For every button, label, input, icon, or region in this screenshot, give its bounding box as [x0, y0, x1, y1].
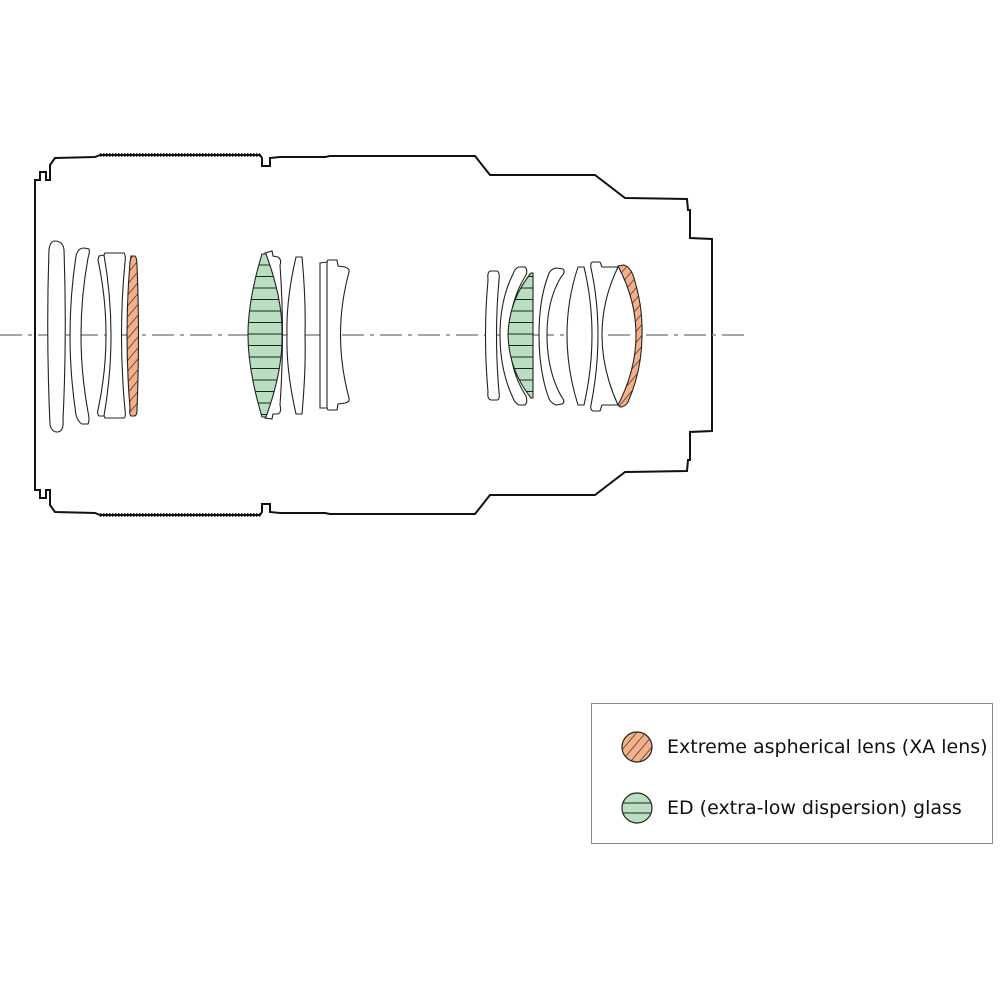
ed-glass-swatch-icon — [621, 792, 653, 824]
xa-lens — [126, 255, 140, 417]
lens-element — [538, 267, 565, 406]
ed-glass-lens — [507, 272, 534, 399]
legend-item-xa-lens: Extreme aspherical lens (XA lens) — [620, 730, 988, 764]
lens-element — [590, 261, 619, 412]
legend: Extreme aspherical lens (XA lens) ED (ex… — [591, 703, 993, 844]
lens-element — [69, 247, 90, 425]
lens-element — [484, 270, 500, 401]
lens-element — [286, 256, 306, 415]
ed-glass-lens — [247, 253, 283, 418]
legend-item-ed-glass: ED (extra-low dispersion) glass — [620, 791, 962, 825]
legend-label: ED (extra-low dispersion) glass — [667, 797, 962, 819]
lens-element — [566, 266, 593, 406]
lens-element — [47, 240, 66, 433]
xa-lens — [617, 264, 643, 408]
lens-element — [103, 254, 112, 417]
legend-label: Extreme aspherical lens (XA lens) — [667, 736, 988, 758]
lens-element — [499, 266, 528, 406]
xa-lens-swatch-icon — [621, 731, 653, 763]
lens-barrel-outline — [34, 153, 713, 517]
